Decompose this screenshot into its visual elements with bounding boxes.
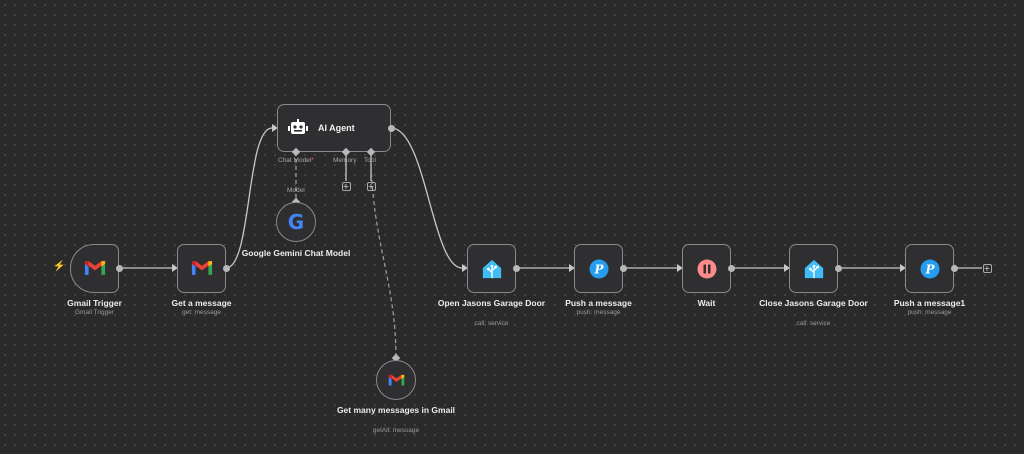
output-port[interactable] [834,264,842,272]
output-port[interactable] [222,264,230,272]
svg-text:P: P [924,262,935,276]
google-icon: G [287,210,305,234]
arrow-push [569,264,575,272]
gmail-icon [388,374,404,385]
node-title: Get a message [171,298,232,308]
arrow-open-garage [462,264,468,272]
pause-icon [697,259,716,278]
home-assistant-icon [482,259,501,278]
node-push-a-message1[interactable]: P [905,244,954,293]
node-open-garage-door[interactable] [467,244,516,293]
node-title: Open Jasons Garage Door [437,298,546,308]
node-title: Gmail Trigger [67,298,122,308]
output-port[interactable] [950,264,958,272]
node-push-a-message[interactable]: P [574,244,623,293]
edge-get-message-to-ai-agent [225,127,273,269]
tool-label: Tool [364,157,376,164]
arrow-push1 [900,264,906,272]
node-subtitle: Gmail Trigger [74,309,114,316]
node-subtitle: push: message [576,309,621,316]
arrow-close-garage [784,264,790,272]
home-assistant-icon [804,259,823,278]
node-subtitle: call: service [796,320,831,327]
add-memory-button[interactable]: + [341,181,351,191]
node-title: Wait [697,298,716,308]
node-title: Get many messages in Gmail [336,405,456,415]
node-gmail-trigger[interactable] [70,244,119,293]
node-title: Close Jasons Garage Door [759,298,868,308]
node-wait[interactable] [682,244,731,293]
edge-ai-agent-to-open-garage [390,127,463,269]
svg-text:P: P [593,262,604,276]
output-port[interactable] [727,264,735,272]
node-get-a-message[interactable] [177,244,226,293]
node-title: Push a message1 [893,298,966,308]
node-close-garage-door[interactable] [789,244,838,293]
pushover-icon: P [589,259,608,278]
node-subtitle: getAll: message [372,427,420,434]
gmail-icon [84,261,105,275]
node-subtitle: push: message [907,309,952,316]
pushover-icon: P [920,259,939,278]
output-port[interactable] [512,264,520,272]
output-port[interactable] [387,124,395,132]
node-google-gemini-chat-model[interactable]: G [276,202,316,242]
output-port[interactable] [619,264,627,272]
trigger-bolt-icon: ⚡ [53,261,66,272]
node-title: Google Gemini Chat Model [241,248,351,258]
arrow-get-message [172,264,178,272]
add-tool-button[interactable]: + [366,181,376,191]
add-node-button[interactable]: + [982,263,992,273]
arrow-wait [677,264,683,272]
gmail-icon [191,261,212,275]
node-title: AI Agent [318,123,355,133]
node-subtitle: get: message [181,309,222,316]
chat-model-label: Chat Model* [278,157,314,164]
node-get-many-messages[interactable] [376,360,416,400]
output-port[interactable] [115,264,123,272]
node-subtitle: call: service [474,320,509,327]
model-port-label: Model [287,187,305,194]
node-title: Push a message [565,298,632,308]
node-ai-agent[interactable]: AI Agent [277,104,391,152]
robot-icon [288,119,308,134]
memory-label: Memory [333,157,357,164]
arrow-ai-agent [272,124,278,132]
